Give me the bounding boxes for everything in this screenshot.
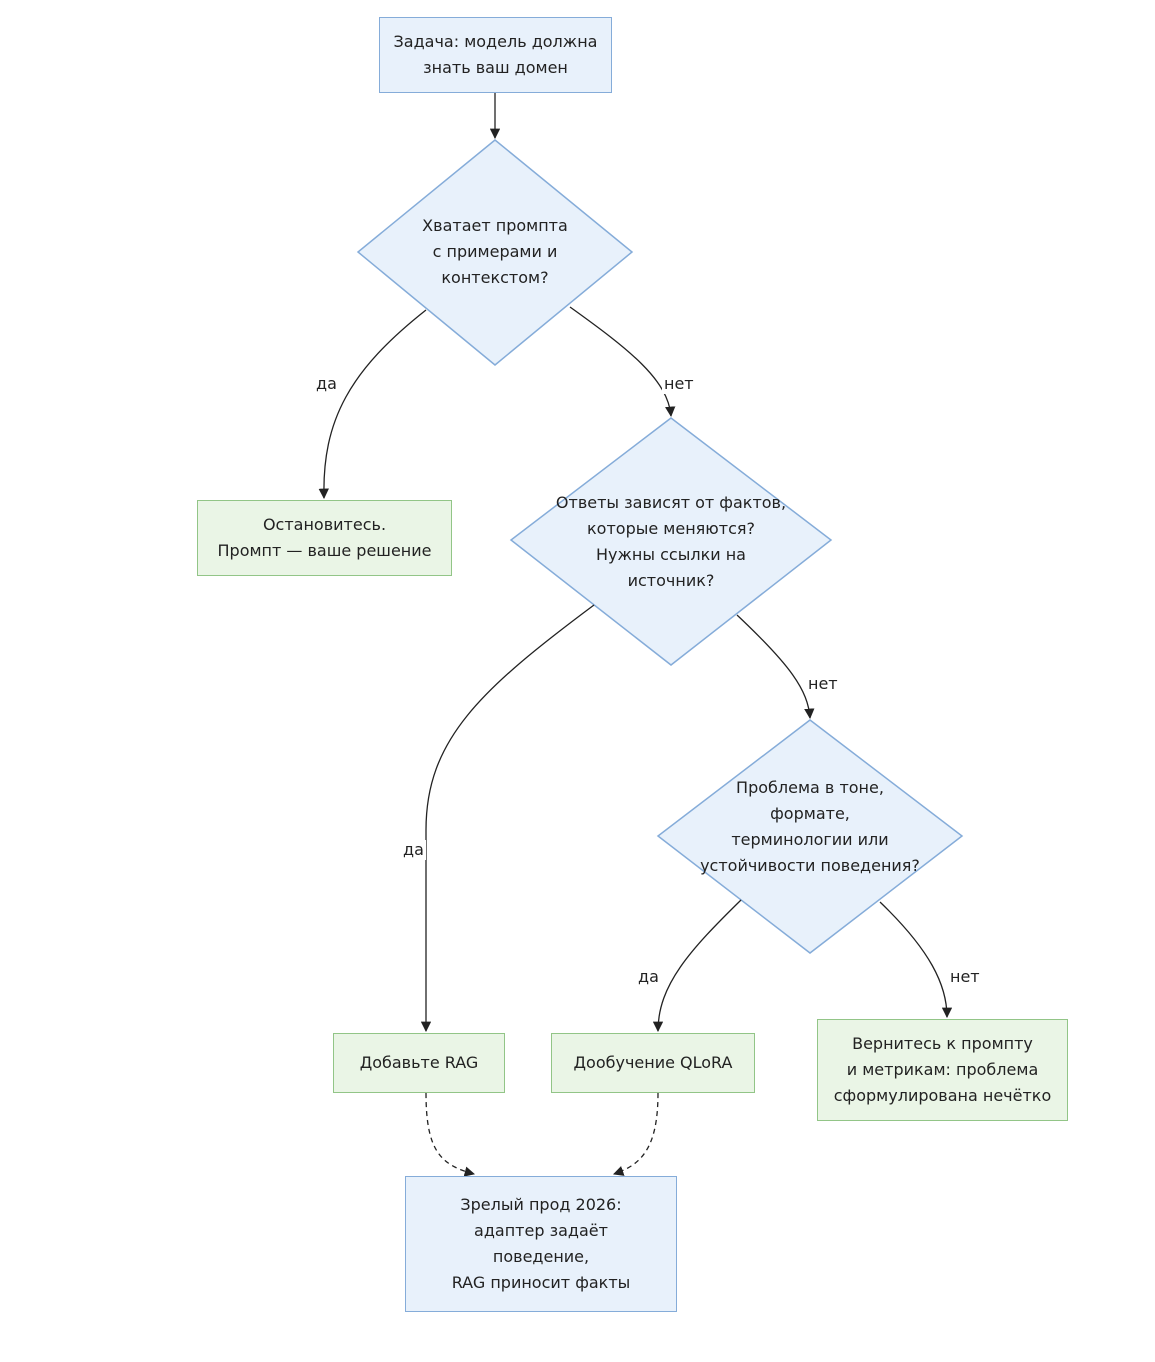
edge-label-q2-yes: да: [401, 840, 426, 860]
edge-qlora-to-prod: [613, 1092, 659, 1176]
decision-diamond-facts: [509, 417, 833, 666]
node-qlora-line: Дообучение QLoRA: [573, 1053, 733, 1072]
edge-label-q1-yes: да: [314, 374, 339, 394]
node-prod-line: адаптер задаёт: [474, 1221, 608, 1240]
node-start-line: знать ваш домен: [423, 58, 568, 77]
edge-label-q1-no: нет: [662, 374, 696, 394]
node-stop: Остановитесь. Промпт — ваше решение: [197, 500, 452, 576]
edge-label-q2-no: нет: [806, 674, 840, 694]
edge-q2-yes: [420, 604, 595, 1033]
node-prod-line: Зрелый прод 2026:: [460, 1195, 622, 1214]
node-back-to-prompt: Вернитесь к промпту и метрикам: проблема…: [817, 1019, 1068, 1121]
node-back-line: сформулирована нечётко: [833, 1086, 1052, 1105]
node-back-line: и метрикам: проблема: [846, 1060, 1039, 1079]
edge-q2-no: [736, 614, 815, 720]
node-stop-line: Остановитесь.: [262, 515, 387, 534]
node-prod-line: RAG приносит факты: [451, 1273, 631, 1292]
node-prod-line: поведение,: [492, 1247, 590, 1266]
edge-q1-no: [569, 306, 676, 418]
node-stop-line: Промпт — ваше решение: [217, 541, 432, 560]
edge-label-q3-yes: да: [636, 967, 661, 987]
node-back-line: Вернитесь к промпту: [852, 1034, 1033, 1053]
node-qlora: Дообучение QLoRA: [551, 1033, 755, 1093]
edge-q3-yes: [652, 899, 742, 1033]
node-add-rag-line: Добавьте RAG: [359, 1053, 479, 1072]
edge-rag-to-prod: [425, 1092, 476, 1177]
edge-q1-yes: [318, 309, 427, 500]
node-add-rag: Добавьте RAG: [333, 1033, 505, 1093]
node-start-line: Задача: модель должна: [393, 32, 598, 51]
decision-diamond-prompt: [356, 139, 634, 366]
node-start: Задача: модель должна знать ваш домен: [379, 17, 612, 93]
decision-diamond-tone: [656, 719, 964, 954]
node-prod: Зрелый прод 2026: адаптер задаёт поведен…: [405, 1176, 677, 1312]
edge-q3-no: [879, 901, 953, 1019]
edge-label-q3-no: нет: [948, 967, 982, 987]
